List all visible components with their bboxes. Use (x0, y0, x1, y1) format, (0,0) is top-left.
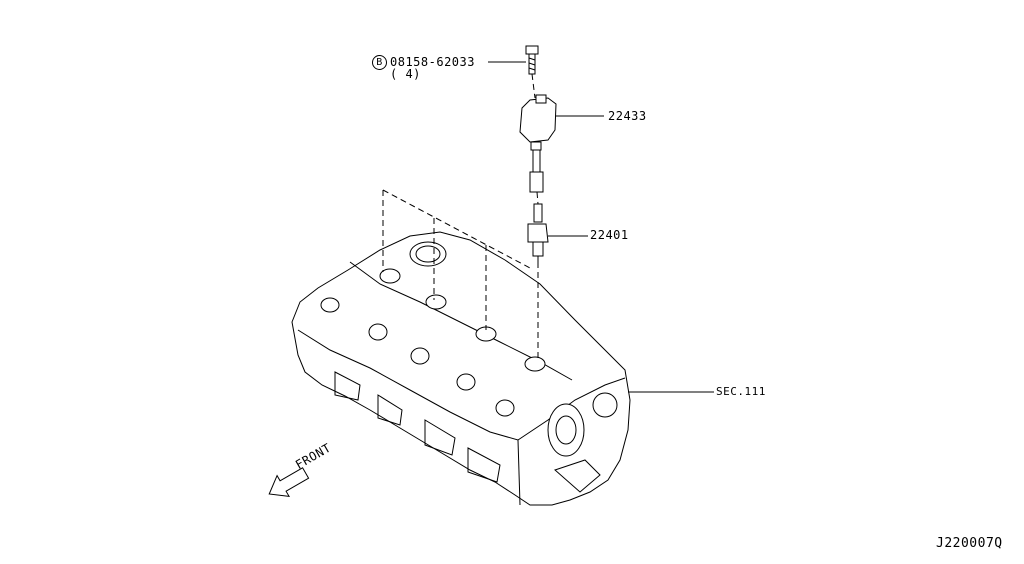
diagram-code: J220007Q (936, 536, 1003, 551)
spark-plug-drawing (528, 204, 548, 264)
alignment-lines (383, 74, 538, 360)
bolt-drawing (526, 46, 538, 74)
ignition-coil-part-number: 22433 (608, 109, 647, 123)
leader-lines (488, 62, 714, 392)
cylinder-head-section-ref: SEC.111 (716, 385, 766, 398)
spark-plug-part-number: 22401 (590, 228, 629, 242)
front-arrow-icon (263, 463, 311, 505)
bolt-quantity: ( 4) (390, 67, 421, 81)
bolt-part-number: 08158-62033 (390, 55, 475, 69)
cylinder-head-drawing (292, 232, 630, 505)
ignition-coil-drawing (520, 95, 556, 192)
bolt-prefix-symbol: B (372, 55, 387, 70)
